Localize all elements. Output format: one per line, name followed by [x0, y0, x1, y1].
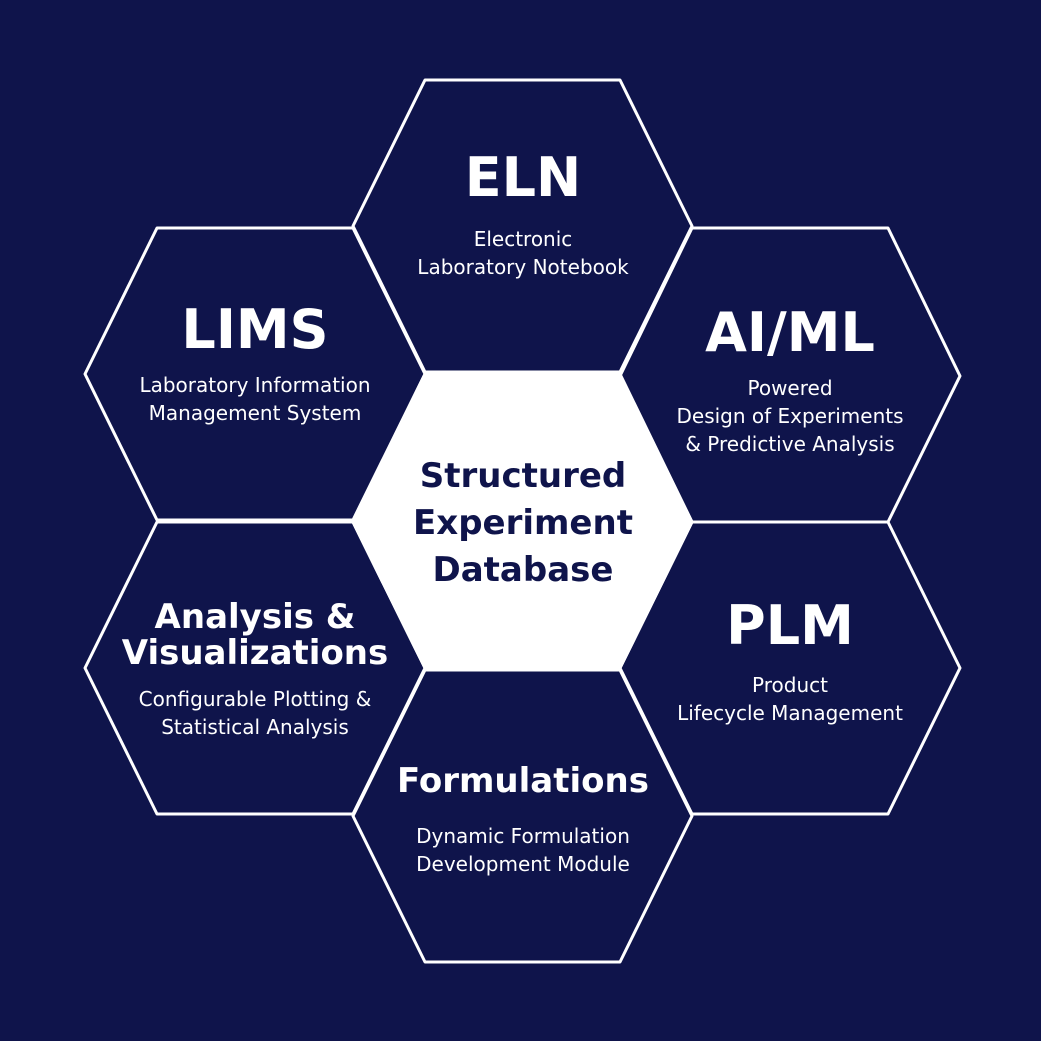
- center-title-line-3: Database: [432, 550, 614, 590]
- aiml-desc-line-1: Powered: [747, 375, 833, 400]
- aiml-desc-line-3: & Predictive Analysis: [685, 431, 895, 456]
- hex-formulations: [351, 668, 694, 964]
- analysis-desc-line-2: Statistical Analysis: [161, 715, 349, 740]
- lims-label: LIMS Laboratory Information Management S…: [105, 298, 405, 427]
- aiml-title: AI/ML: [705, 301, 875, 364]
- formulations-desc-line-1: Dynamic Formulation: [416, 823, 630, 848]
- aiml-label: AI/ML Powered Design of Experiments & Pr…: [640, 301, 940, 458]
- plm-title: PLM: [726, 594, 854, 657]
- analysis-title-line-2: Visualizations: [121, 632, 389, 673]
- aiml-desc-line-2: Design of Experiments: [676, 403, 904, 428]
- eln-desc-line-1: Electronic: [473, 226, 573, 251]
- hex-eln: [351, 78, 694, 374]
- formulations-title: Formulations: [397, 761, 649, 801]
- eln-title: ELN: [464, 146, 582, 209]
- hex-center: [351, 372, 694, 670]
- lims-desc-line-2: Management System: [148, 400, 362, 425]
- center-label: Structured Experiment Database: [373, 453, 673, 594]
- eln-desc-line-2: Laboratory Notebook: [417, 254, 629, 279]
- analysis-title-line-1: Analysis &: [154, 597, 356, 637]
- plm-label: PLM Product Lifecycle Management: [640, 594, 940, 727]
- plm-desc-line-1: Product: [752, 672, 828, 697]
- center-title-line-1: Structured: [419, 456, 627, 496]
- formulations-desc-line-2: Development Module: [416, 851, 630, 876]
- lims-title: LIMS: [181, 298, 329, 361]
- analysis-label: Analysis & Visualizations Configurable P…: [105, 597, 405, 741]
- analysis-desc-line-1: Configurable Plotting &: [138, 687, 372, 712]
- plm-desc-line-2: Lifecycle Management: [677, 700, 903, 725]
- lims-desc-line-1: Laboratory Information: [139, 372, 371, 397]
- formulations-label: Formulations Dynamic Formulation Develop…: [373, 761, 673, 878]
- center-title-line-2: Experiment: [413, 503, 633, 543]
- eln-label: ELN Electronic Laboratory Notebook: [373, 146, 673, 281]
